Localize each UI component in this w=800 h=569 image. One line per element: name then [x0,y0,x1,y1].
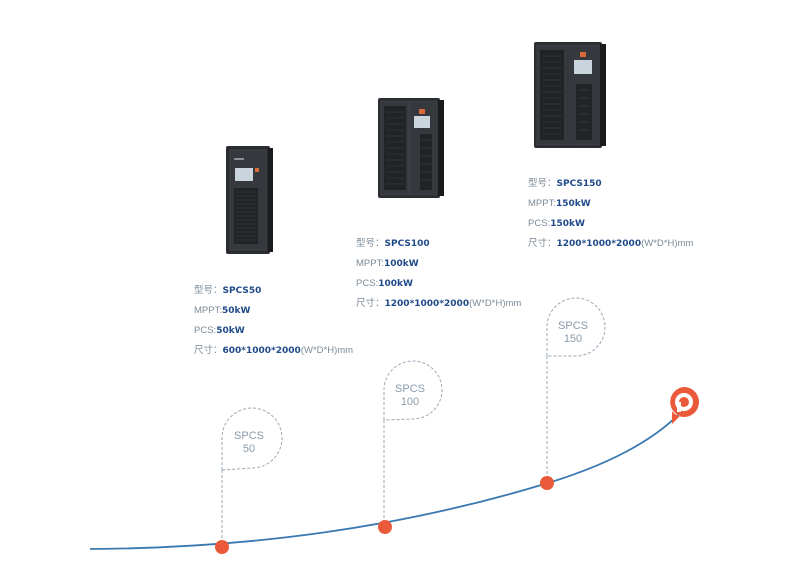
spec-label: 型号： [528,178,557,189]
bubble-line-1: SPCS [234,430,264,442]
spec-block-spcs50: 型号：SPCS50 MPPT:50kW PCS:50kW 尺寸：600*1000… [194,281,353,361]
spec-row-pcs: PCS:50kW [194,321,353,341]
spec-row-size: 尺寸：1200*1000*2000(W*D*H)mm [528,234,693,254]
bubble-outline-50 [221,407,283,546]
spec-value: 150kW [555,199,591,209]
spec-label: 尺寸： [356,298,385,309]
cabinet-image-spcs50 [226,146,273,254]
bubble-line-2: 100 [400,396,420,408]
brand-logo-icon [670,387,699,424]
spec-row-mppt: MPPT:50kW [194,301,353,321]
timeline-dot-50 [215,540,229,554]
bubble-label-100: SPCS 100 [380,383,440,409]
spec-label: PCS: [194,325,217,336]
spec-label: MPPT: [356,258,384,269]
spec-value: 50kW [216,326,245,336]
spec-row-mppt: MPPT:150kW [528,194,693,214]
timeline-dot-150 [540,476,554,490]
bubble-label-50: SPCS 50 [219,430,279,456]
cabinet-image-spcs100 [378,98,444,198]
bubble-line-2: 50 [242,443,256,455]
spec-value: 600*1000*2000 [222,346,301,356]
bubble-outline-150 [546,297,606,481]
spec-label: 型号： [356,238,385,249]
bubble-line-1: SPCS [395,383,425,395]
spec-row-size: 尺寸：1200*1000*2000(W*D*H)mm [356,294,521,314]
spec-label: MPPT: [528,198,556,209]
spec-value: 1200*1000*2000 [384,299,470,309]
spec-value: 150kW [550,219,585,229]
spec-value: 1200*1000*2000 [556,239,642,249]
spec-suffix: (W*D*H)mm [300,345,354,356]
spec-value: SPCS150 [556,179,602,189]
spec-block-spcs100: 型号：SPCS100 MPPT:100kW PCS:100kW 尺寸：1200*… [356,234,521,314]
bubble-line-1: SPCS [558,320,588,332]
bubble-line-2: 150 [563,333,583,345]
spec-row-pcs: PCS:150kW [528,214,693,234]
spec-label: 尺寸： [528,238,557,249]
spec-label: 尺寸： [194,345,223,356]
bubble-label-150: SPCS 150 [543,320,603,346]
timeline-curve [89,409,684,550]
spec-value: 50kW [221,306,251,316]
bubble-outline-100 [383,360,443,526]
spec-suffix: (W*D*H)mm [641,238,694,249]
timeline-dot-100 [378,520,392,534]
spec-row-mppt: MPPT:100kW [356,254,521,274]
spec-row-model: 型号：SPCS150 [528,174,693,194]
spec-row-model: 型号：SPCS100 [356,234,521,254]
spec-block-spcs150: 型号：SPCS150 MPPT:150kW PCS:150kW 尺寸：1200*… [528,174,693,254]
spec-row-model: 型号：SPCS50 [194,281,353,301]
spec-value: 100kW [378,279,413,289]
spec-label: 型号： [194,285,223,296]
spec-label: PCS: [528,218,551,229]
spec-value: SPCS100 [384,239,430,249]
spec-row-pcs: PCS:100kW [356,274,521,294]
spec-label: PCS: [356,278,379,289]
spec-suffix: (W*D*H)mm [469,298,522,309]
spec-row-size: 尺寸：600*1000*2000(W*D*H)mm [194,341,353,361]
spec-label: MPPT: [194,305,222,316]
spec-value: SPCS50 [222,286,262,296]
spec-value: 100kW [383,259,419,269]
cabinet-image-spcs150 [534,42,606,148]
